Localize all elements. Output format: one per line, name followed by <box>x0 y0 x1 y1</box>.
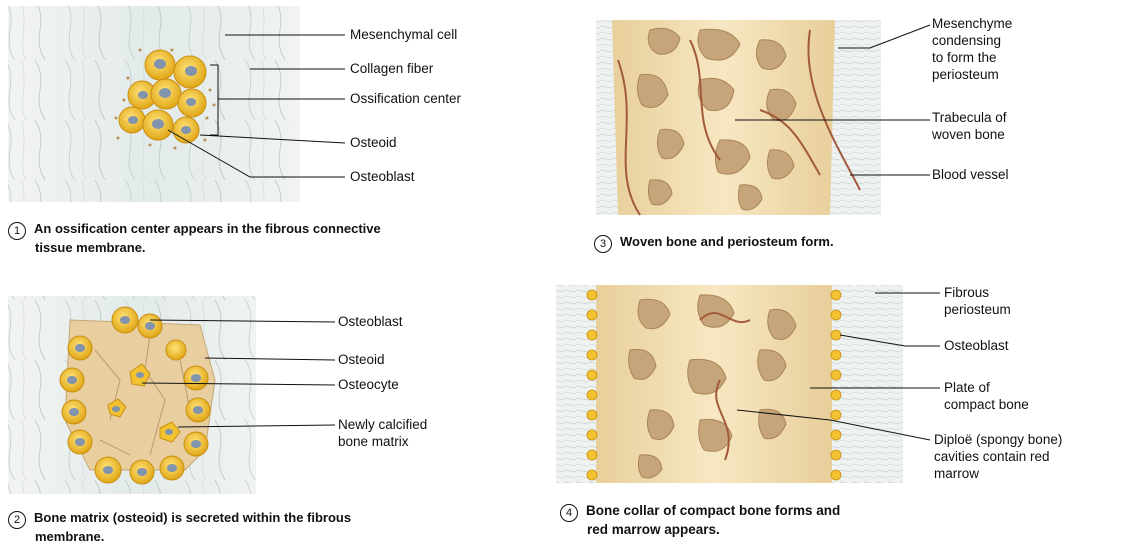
label-osteoblast: Osteoblast <box>350 169 415 185</box>
label-osteoid-2: Osteoid <box>338 352 385 368</box>
label-compact-bone: compact bone <box>944 397 1029 413</box>
panel-3-illustration <box>596 20 881 215</box>
panel-4-illustration <box>556 285 903 483</box>
caption-1-line-1: An ossification center appears in the fi… <box>34 221 381 236</box>
label-trabecula-2: woven bone <box>932 127 1005 143</box>
caption-step-1: 1 An ossification center appears in the f… <box>8 221 381 255</box>
caption-step-3: 3 Woven bone and periosteum form. <box>594 234 834 253</box>
label-osteoid: Osteoid <box>350 135 397 151</box>
label-mesenchyme-1: Mesenchyme <box>932 16 1012 32</box>
step-number-3: 3 <box>594 235 612 253</box>
caption-4-line-1: Bone collar of compact bone forms and <box>586 503 840 518</box>
label-newly-calcified: Newly calcified <box>338 417 427 433</box>
caption-2-line-1: Bone matrix (osteoid) is secreted within… <box>34 510 351 525</box>
caption-step-2: 2 Bone matrix (osteoid) is secreted withi… <box>8 510 351 544</box>
label-ossification-center: Ossification center <box>350 91 461 107</box>
caption-4-line-2: red marrow appears. <box>560 522 720 537</box>
step-number-1: 1 <box>8 222 26 240</box>
step-number-4: 4 <box>560 504 578 522</box>
step-number-2: 2 <box>8 511 26 529</box>
caption-3-line-1: Woven bone and periosteum form. <box>620 234 834 249</box>
label-periosteum: periosteum <box>944 302 1011 318</box>
label-blood-vessel: Blood vessel <box>932 167 1009 183</box>
caption-2-line-2: membrane. <box>8 529 104 544</box>
label-mesenchyme-2: condensing <box>932 33 1001 49</box>
label-osteocyte: Osteocyte <box>338 377 399 393</box>
label-bone-matrix: bone matrix <box>338 434 409 450</box>
label-mesenchyme-4: periosteum <box>932 67 999 83</box>
label-diploe-2: cavities contain red <box>934 449 1050 465</box>
caption-step-4: 4 Bone collar of compact bone forms and r… <box>560 503 840 537</box>
label-collagen-fiber: Collagen fiber <box>350 61 433 77</box>
panel-2-illustration <box>8 296 256 494</box>
caption-1-line-2: tissue membrane. <box>8 240 146 255</box>
label-mesenchyme-3: to form the <box>932 50 997 66</box>
label-plate-of: Plate of <box>944 380 990 396</box>
label-fibrous: Fibrous <box>944 285 989 301</box>
label-trabecula-1: Trabecula of <box>932 110 1007 126</box>
label-diploe-3: marrow <box>934 466 979 482</box>
label-osteoblast-2: Osteoblast <box>338 314 403 330</box>
label-mesenchymal-cell: Mesenchymal cell <box>350 27 457 43</box>
label-osteoblast-4: Osteoblast <box>944 338 1009 354</box>
label-diploe-1: Diploë (spongy bone) <box>934 432 1062 448</box>
